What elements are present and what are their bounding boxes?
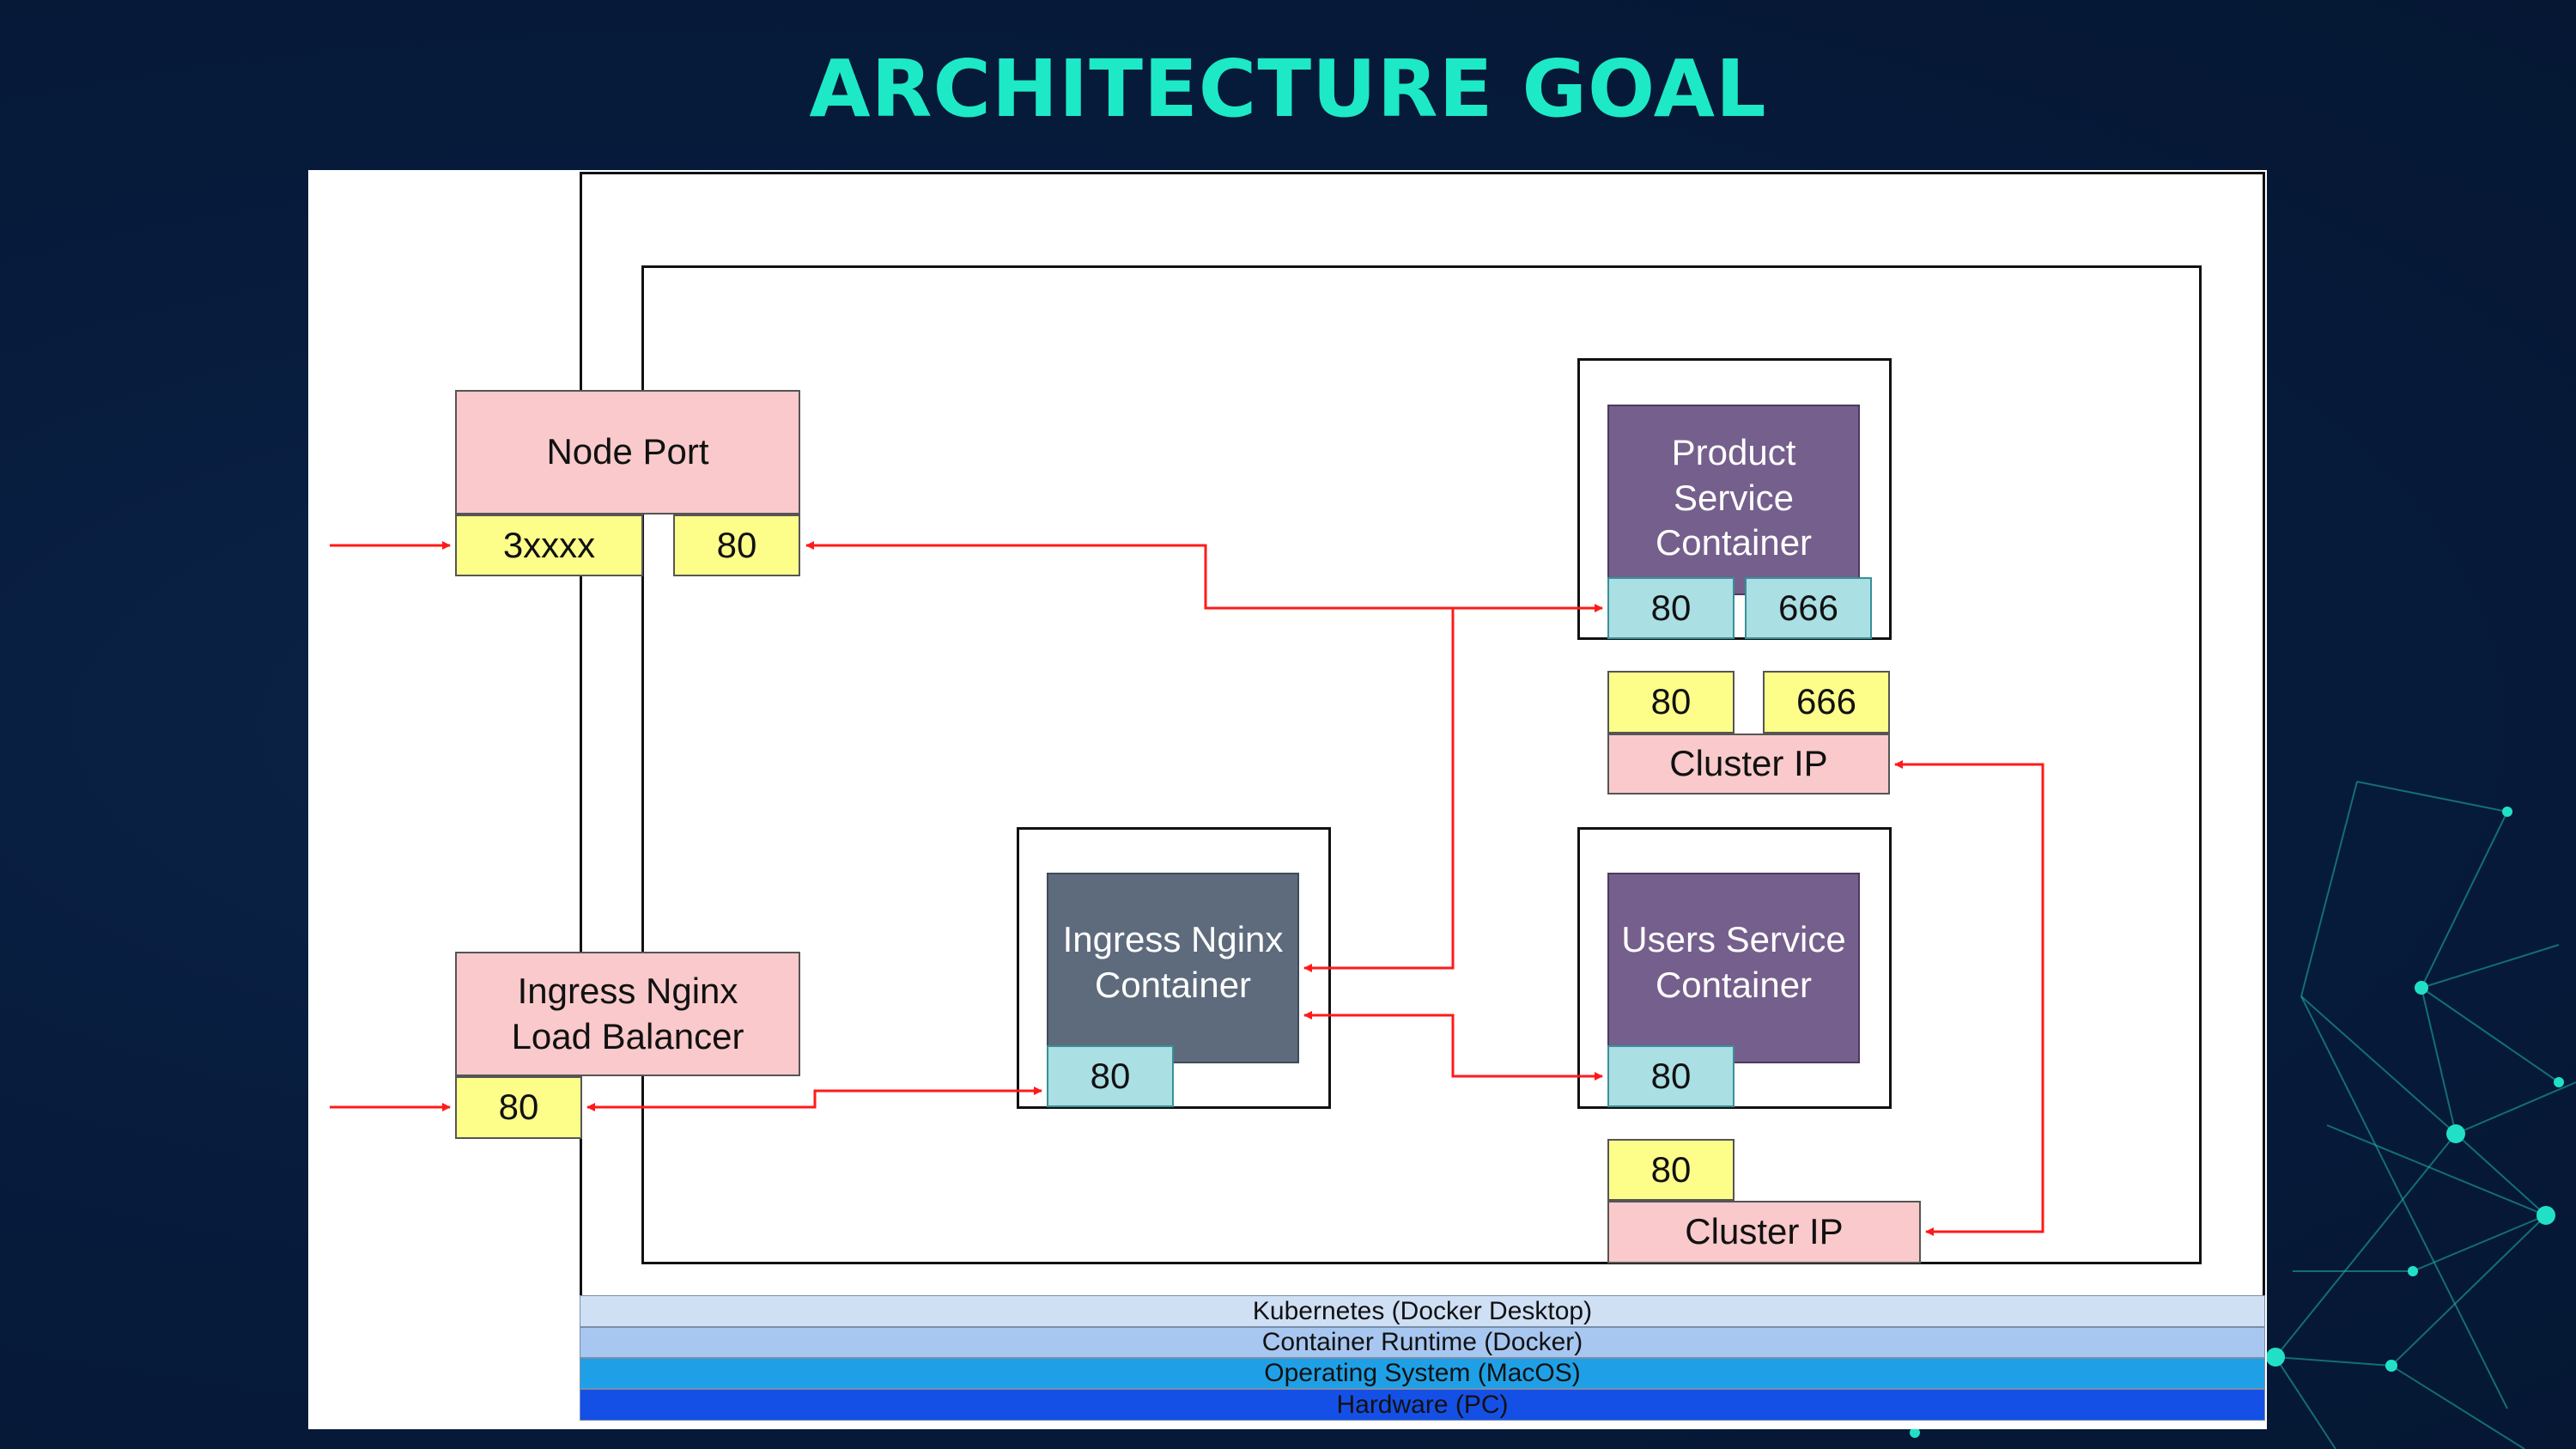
ingress-nginx-container: Ingress Nginx Container — [1047, 873, 1299, 1063]
product-container-port-666: 666 — [1745, 577, 1872, 639]
load-balancer-port-80: 80 — [455, 1076, 582, 1139]
node-port-service: Node Port — [455, 390, 800, 514]
ingress-container-port-80: 80 — [1047, 1045, 1174, 1107]
product-clusterip-port-80: 80 — [1607, 671, 1735, 734]
port-label: 80 — [1090, 1055, 1131, 1096]
port-label: 3xxxx — [502, 524, 596, 565]
product-service-label: Product Service Container — [1655, 432, 1813, 563]
layer-hardware: Hardware (PC) — [580, 1389, 2265, 1421]
loadbalancer-to-ingress-arrow — [586, 1087, 1042, 1111]
node-port-label: Node Port — [546, 431, 709, 472]
users-service-label: Users Service Container — [1621, 919, 1846, 1005]
product-clusterip-port-666: 666 — [1763, 671, 1890, 734]
users-cluster-ip: Cluster IP — [1607, 1201, 1921, 1263]
layer-label: Kubernetes (Docker Desktop) — [1252, 1296, 1593, 1325]
page-title: ARCHITECTURE GOAL — [809, 43, 1767, 135]
ingress-to-users-arrow — [1303, 1011, 1603, 1081]
node-port-external-port: 3xxxx — [455, 514, 643, 576]
port-label: 80 — [716, 524, 757, 565]
nodeport-to-product-arrow — [805, 541, 1603, 612]
users-service-container: Users Service Container — [1607, 873, 1860, 1063]
port-label: 80 — [498, 1087, 539, 1128]
port-label: 80 — [1650, 587, 1692, 628]
cluster-ip-label: Cluster IP — [1685, 1211, 1844, 1252]
layer-operating-system: Operating System (MacOS) — [580, 1358, 2265, 1389]
load-balancer-label: Ingress Nginx Load Balancer — [511, 971, 744, 1056]
port-label: 666 — [1795, 681, 1857, 722]
layer-label: Hardware (PC) — [1336, 1390, 1509, 1419]
architecture-diagram: Product Service Container 80 666 80 666 … — [308, 170, 2267, 1429]
product-container-port-80: 80 — [1607, 577, 1735, 639]
product-pod-frame — [1577, 358, 1892, 640]
users-pod-frame — [1577, 827, 1892, 1109]
connection-arrows — [330, 541, 2044, 1236]
layer-label: Operating System (MacOS) — [1264, 1359, 1581, 1387]
port-label: 80 — [1650, 681, 1692, 722]
node-port-internal-port: 80 — [673, 514, 800, 576]
users-clusterip-port-80: 80 — [1607, 1139, 1735, 1201]
clusterip-link-arrow — [1894, 760, 2044, 1236]
layer-kubernetes: Kubernetes (Docker Desktop) — [580, 1295, 2265, 1327]
port-label: 80 — [1650, 1055, 1692, 1096]
ingress-to-product-arrow — [1303, 608, 1455, 972]
product-cluster-ip: Cluster IP — [1607, 734, 1890, 795]
layer-label: Container Runtime (Docker) — [1261, 1328, 1583, 1356]
cluster-ip-label: Cluster IP — [1669, 743, 1828, 784]
ingress-container-label: Ingress Nginx Container — [1062, 919, 1284, 1005]
users-container-port-80: 80 — [1607, 1045, 1735, 1107]
layer-container-runtime: Container Runtime (Docker) — [580, 1327, 2265, 1358]
ingress-load-balancer: Ingress Nginx Load Balancer — [455, 952, 800, 1076]
cluster-frame — [641, 265, 2202, 1264]
port-label: 666 — [1777, 587, 1839, 628]
product-service-container: Product Service Container — [1607, 405, 1860, 595]
port-label: 80 — [1650, 1148, 1692, 1190]
